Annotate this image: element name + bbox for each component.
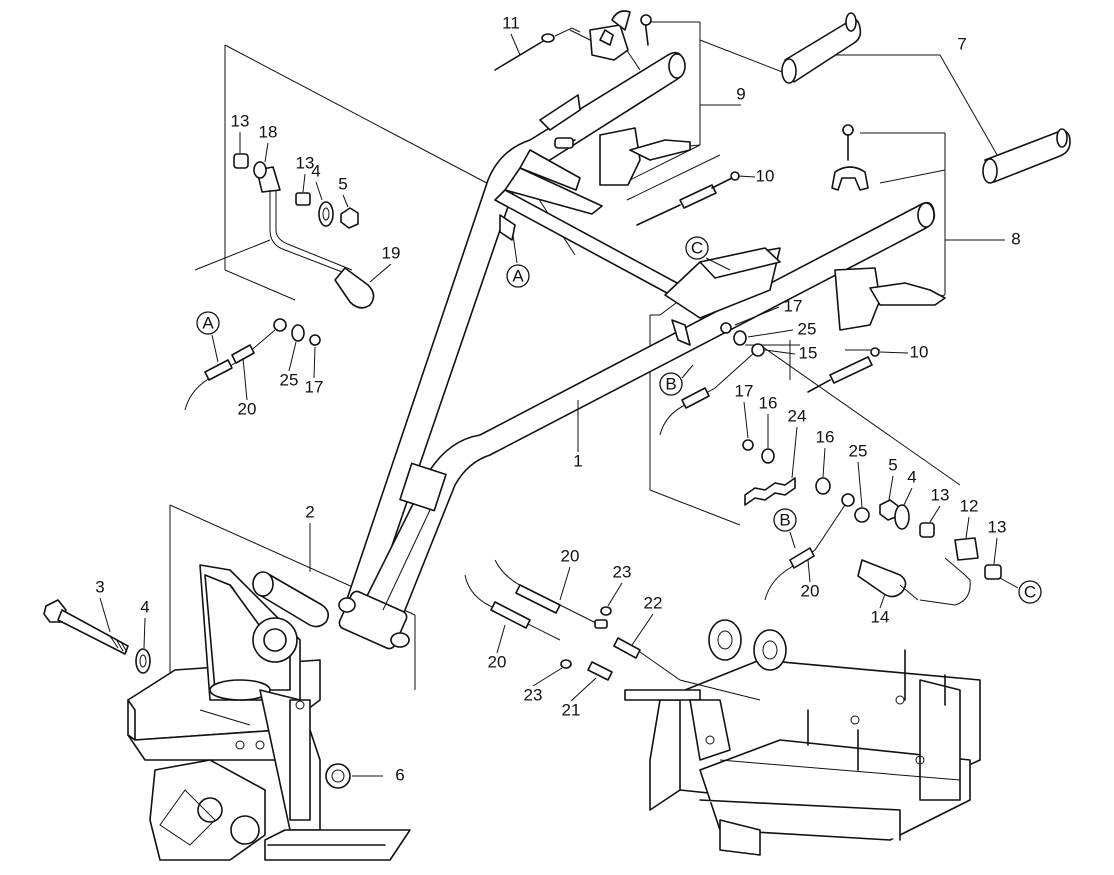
callout-25c: 25 (849, 441, 868, 460)
callout-24: 24 (788, 406, 807, 425)
callout-6: 6 (395, 765, 404, 784)
callout-17b: 17 (784, 296, 803, 315)
ref-B-upper: B (659, 364, 694, 396)
callout-20b: 20 (561, 546, 580, 565)
callout-2: 2 (305, 502, 314, 521)
callout-7: 7 (957, 34, 966, 53)
cable-20-left (184, 318, 321, 411)
svg-text:B: B (779, 510, 790, 529)
callout-3: 3 (95, 577, 104, 596)
lower-cable-group (464, 559, 761, 701)
callout-4b: 4 (311, 161, 320, 180)
ref-C-upper: C (685, 236, 731, 271)
ref-B-lower: B (773, 508, 797, 549)
ref-A-upper: A (506, 234, 530, 288)
callout-4c: 4 (907, 467, 916, 486)
callout-20c: 20 (488, 652, 507, 671)
callout-20d: 20 (801, 581, 820, 600)
leader-lines (169, 21, 1001, 690)
svg-text:A: A (202, 313, 214, 332)
callout-8: 8 (1011, 229, 1020, 248)
grip-7-upper (781, 12, 862, 84)
callout-17c: 17 (735, 381, 754, 400)
callout-15: 15 (799, 343, 818, 362)
svg-text:C: C (691, 238, 703, 257)
callout-12: 12 (960, 496, 979, 515)
callout-5a: 5 (338, 174, 347, 193)
callout-16a: 16 (759, 393, 778, 412)
ref-A-lower: A (196, 311, 220, 363)
cable-15-right (659, 322, 765, 436)
callout-20a: 20 (238, 399, 257, 418)
upper-lever-assembly (494, 10, 691, 186)
callout-leaders (99, 33, 1005, 702)
reference-markers: A A B B C C (196, 234, 1042, 604)
callout-1: 1 (573, 451, 582, 470)
right-throttle-parts (854, 499, 1002, 606)
right-lever-assembly (831, 124, 946, 331)
cable-10-upper (636, 171, 740, 226)
callout-10a: 10 (756, 166, 775, 185)
handlebar-frame (338, 51, 936, 650)
left-throttle-parts (233, 153, 375, 309)
spring-24-group (742, 439, 831, 506)
callout-22: 22 (644, 593, 663, 612)
callout-17a: 17 (305, 377, 324, 396)
svg-text:B: B (665, 374, 676, 393)
callout-5b: 5 (888, 455, 897, 474)
callout-21: 21 (562, 700, 581, 719)
callout-13d: 13 (988, 517, 1007, 536)
callout-16b: 16 (816, 427, 835, 446)
bolt-3 (43, 599, 151, 674)
callout-14: 14 (871, 607, 890, 626)
callout-10b: 10 (910, 342, 929, 361)
nut-6 (325, 763, 383, 789)
callout-25b: 25 (798, 319, 817, 338)
cable-10-lower (807, 347, 880, 393)
callout-13b: 13 (296, 153, 315, 172)
lower-left-frame (127, 564, 411, 861)
callout-11: 11 (502, 13, 520, 32)
svg-text:A: A (512, 266, 524, 285)
callout-19: 19 (382, 243, 401, 262)
lower-right-frame (624, 619, 981, 856)
callout-labels: 1 2 3 4 4 4 5 5 6 7 8 9 10 10 11 12 13 1… (95, 13, 1020, 784)
callout-18: 18 (259, 122, 278, 141)
ref-C-lower: C (999, 577, 1042, 604)
callout-13a: 13 (231, 111, 250, 130)
cable-20-right (764, 493, 855, 601)
grip-7-lower (982, 128, 1071, 184)
callout-25a: 25 (280, 370, 299, 389)
bushing-2 (252, 571, 330, 628)
callout-9: 9 (736, 84, 745, 103)
callout-4a: 4 (140, 597, 149, 616)
callout-23a: 23 (613, 562, 632, 581)
svg-text:C: C (1024, 582, 1036, 601)
callout-23b: 23 (524, 685, 543, 704)
callout-13c: 13 (931, 485, 950, 504)
